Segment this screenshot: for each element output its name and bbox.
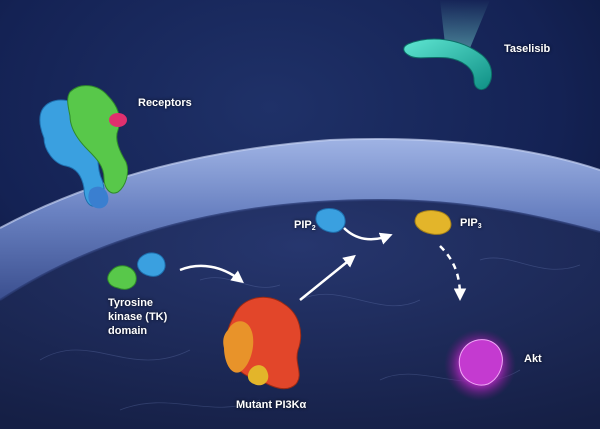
label-pip2-main: PIP <box>294 219 312 231</box>
label-pip2-subscript: 2 <box>311 225 316 232</box>
label-pip3-main: PIP <box>460 217 478 229</box>
arrow-pip3-to-akt <box>439 245 467 301</box>
arrow-pip2-to-pip3 <box>343 227 393 245</box>
arrow-tk-to-pi3k <box>179 264 244 284</box>
label-tk-line1: Tyrosine <box>108 297 154 309</box>
akt-protein <box>458 339 503 386</box>
pi3k-protein <box>223 296 302 390</box>
tk-domain-proteins <box>107 252 166 290</box>
taselisib-beam <box>440 0 490 48</box>
membrane-inner-edge <box>0 198 600 301</box>
arrow-pi3k-to-membrane <box>299 254 356 301</box>
label-tk-domain: Tyrosine kinase (TK) domain <box>108 296 167 338</box>
taselisib-molecule <box>403 38 492 91</box>
receptor-complex <box>39 85 129 209</box>
pip3-molecule <box>414 210 452 235</box>
cell-membrane <box>0 139 600 300</box>
label-tk-line2: kinase (TK) <box>108 311 168 323</box>
label-taselisib: Taselisib <box>504 43 551 55</box>
label-pip2: PIP2 <box>294 218 316 236</box>
pip2-molecule <box>315 208 346 233</box>
label-receptors: Receptors <box>138 97 192 109</box>
label-tk-line3: domain <box>108 325 148 337</box>
label-pip3-subscript: 3 <box>477 223 482 230</box>
label-mutant-pi3k: Mutant PI3Kα <box>236 399 307 411</box>
label-akt: Akt <box>524 353 542 365</box>
label-pip3: PIP3 <box>460 216 482 234</box>
